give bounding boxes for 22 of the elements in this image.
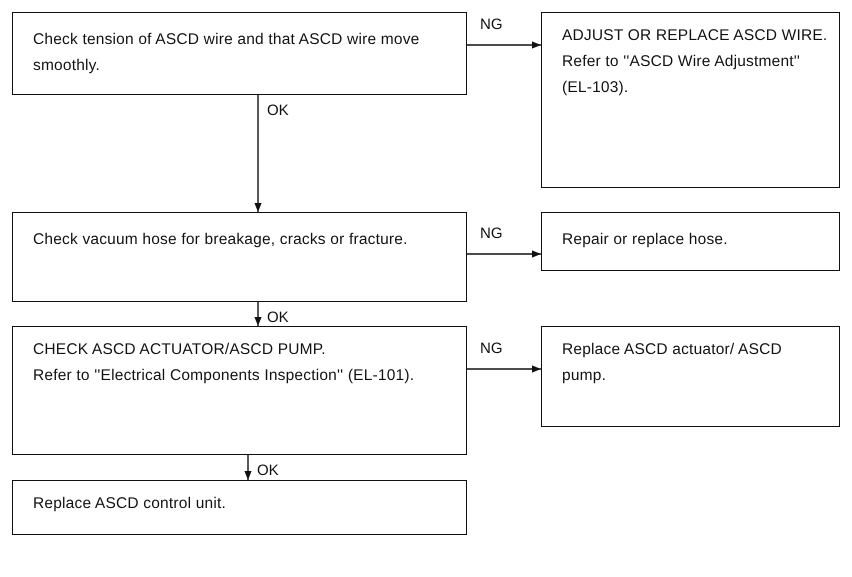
box-text: Check vacuum hose for breakage, cracks or fracture.	[33, 230, 409, 250]
arrow	[254, 95, 262, 212]
arrow	[244, 455, 252, 480]
box-text: Replace ASCD actuator/ ASCD pump.	[562, 340, 783, 386]
box-text: Repair or replace hose.	[562, 230, 729, 250]
box-text: Replace ASCD control unit.	[33, 494, 228, 514]
box-text: ADJUST OR REPLACE ASCD WIRE.	[562, 26, 828, 46]
arrow	[254, 302, 262, 326]
arrow	[467, 250, 541, 258]
process-box	[12, 212, 467, 302]
box-text: CHECK ASCD ACTUATOR/ASCD PUMP.	[33, 340, 327, 360]
box-text: Refer to ''Electrical Components Inspection'' (EL-101).	[33, 366, 416, 386]
process-box	[12, 480, 467, 535]
process-box	[541, 212, 840, 271]
process-box	[12, 12, 467, 95]
process-box	[541, 12, 840, 188]
box-text: Check tension of ASCD wire and that ASCD wire move smoothly.	[33, 30, 420, 76]
process-box	[12, 326, 467, 455]
process-box	[541, 326, 840, 427]
arrow	[467, 41, 541, 49]
arrow	[467, 365, 541, 373]
box-text: Refer to ''ASCD Wire Adjustment'' (EL-103).	[562, 52, 802, 98]
